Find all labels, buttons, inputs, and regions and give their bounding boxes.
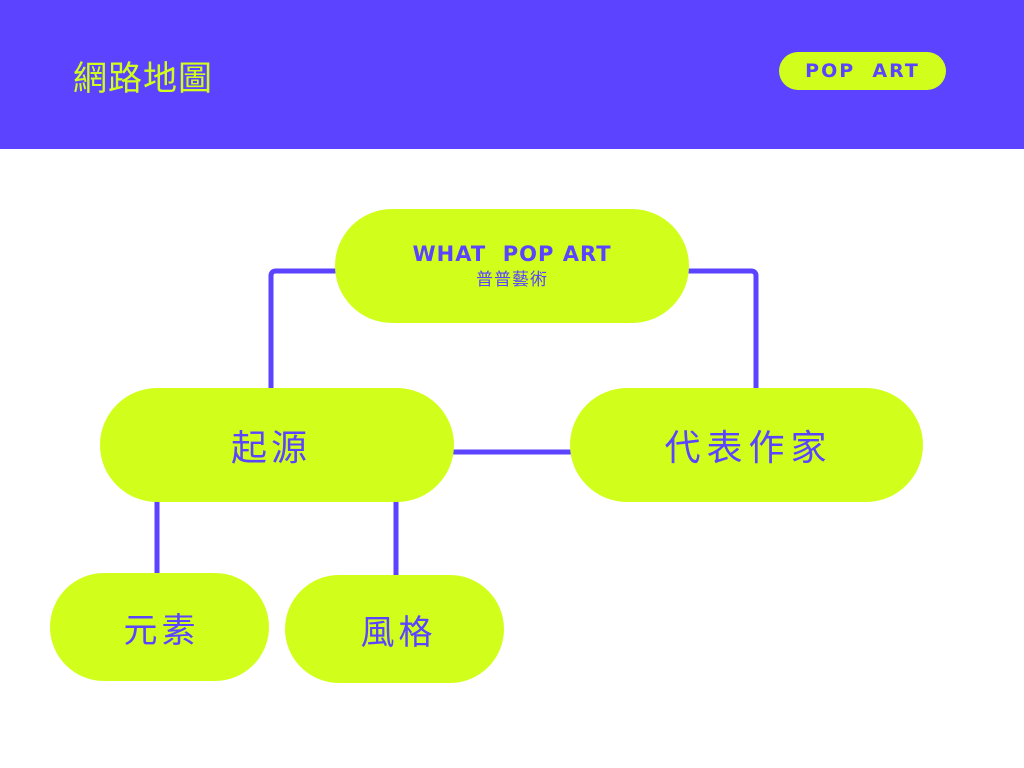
node-style-label: 風格 bbox=[360, 612, 437, 653]
node-what-pop-art-title: WHAT POP ART bbox=[412, 242, 612, 266]
brand-badge: POP ART bbox=[779, 52, 946, 90]
node-origin-label: 起源 bbox=[230, 428, 311, 469]
node-representative-artists: 代表作家 bbox=[570, 388, 923, 502]
node-what-pop-art-subtitle: 普普藝術 bbox=[476, 270, 548, 290]
node-what-pop-art: WHAT POP ART 普普藝術 bbox=[335, 209, 689, 323]
node-representative-artists-label: 代表作家 bbox=[664, 428, 833, 469]
node-elements: 元素 bbox=[50, 573, 269, 681]
connector-root-to-artists bbox=[688, 268, 759, 390]
node-elements-label: 元素 bbox=[123, 610, 200, 651]
connector-root-to-origin bbox=[268, 268, 336, 390]
node-origin: 起源 bbox=[100, 388, 454, 502]
header-banner: 網路地圖 POP ART bbox=[0, 0, 1024, 149]
page-title: 網路地圖 bbox=[73, 59, 213, 99]
node-style: 風格 bbox=[285, 575, 504, 683]
